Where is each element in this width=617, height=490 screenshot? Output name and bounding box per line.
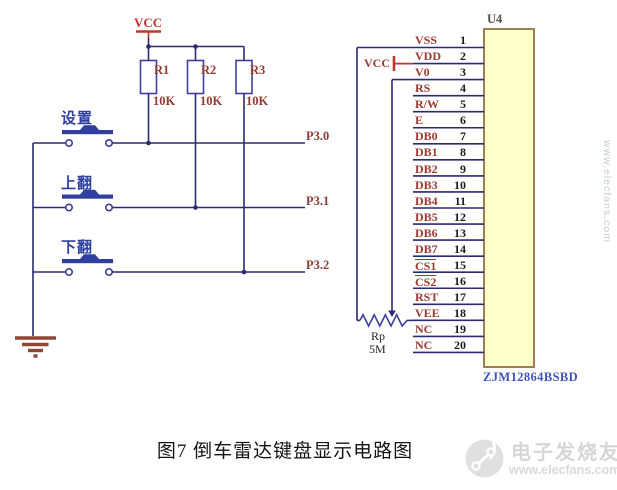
lcd-pin-8-name: DB1 xyxy=(415,145,438,160)
lcd-pin-17-name: RST xyxy=(415,289,439,304)
watermark-brand-text: 电子发烧友 xyxy=(511,442,617,464)
lcd-pin-6-name: E xyxy=(415,113,424,128)
lcd-pin-20-number: 20 xyxy=(454,338,466,353)
figure-caption: 图7 倒车雷达键盘显示电路图 xyxy=(156,441,414,462)
lcd-pin-7-number: 7 xyxy=(460,129,466,144)
lcd-pin-1-name: VSS xyxy=(415,33,438,48)
lcd-pin-5-name: R/W xyxy=(415,97,439,112)
pushbutton-set xyxy=(33,125,305,148)
lcd-pin-15-number: 15 xyxy=(454,257,466,272)
lcd-pin-10-number: 10 xyxy=(454,177,466,192)
pushbutton-page-up xyxy=(33,189,305,212)
lcd-pin-13-number: 13 xyxy=(454,225,466,240)
lcd-pin-9-number: 9 xyxy=(460,161,466,176)
lcd-pin-6-number: 6 xyxy=(460,113,466,128)
net-label-p3-0: P3.0 xyxy=(306,129,330,143)
lcd-pin-2-name: VDD xyxy=(415,49,441,64)
lcd-pin-5-number: 5 xyxy=(460,97,466,112)
lcd-pin-11-name: DB4 xyxy=(415,193,438,208)
lcd-module-body xyxy=(483,28,535,368)
net-label-p3-2: P3.2 xyxy=(306,258,330,272)
button-page-down-label: 下翻 xyxy=(61,239,94,256)
resistor-r1-value: 10K xyxy=(153,94,176,108)
button-set-label: 设置 xyxy=(61,110,94,127)
lcd-pin-19-number: 19 xyxy=(454,322,466,336)
lcd-pin-16-name: CS2 xyxy=(415,274,437,289)
lcd-pin-3-number: 3 xyxy=(460,65,466,80)
button-page-up-label: 上翻 xyxy=(61,175,94,192)
lcd-pin-16-number: 16 xyxy=(454,273,466,288)
pullup-top-bus xyxy=(146,44,245,61)
lcd-pin-9-name: DB2 xyxy=(415,161,438,176)
lcd-pin-15-name: CS1 xyxy=(415,258,437,273)
potentiometer-ref: Rp xyxy=(371,329,386,343)
lcd-pin-14-name: DB7 xyxy=(415,241,438,256)
lcd-pin-17-number: 17 xyxy=(454,289,466,304)
lcd-pin-18-name: VEE xyxy=(415,305,440,320)
potentiometer-rp xyxy=(359,313,413,328)
lcd-pin-11-number: 11 xyxy=(454,193,466,208)
net-label-p3-1: P3.1 xyxy=(306,193,330,208)
elecfans-logo-watermark xyxy=(465,439,504,478)
lcd-pin-12-number: 12 xyxy=(454,209,466,224)
lcd-pin-20-name: NC xyxy=(415,338,433,353)
resistor-r1-body xyxy=(139,59,158,143)
vcc-top-label: VCC xyxy=(134,15,163,30)
lcd-pin-10-name: DB3 xyxy=(415,177,438,192)
lcd-pin-18-number: 18 xyxy=(454,305,466,320)
resistor-r2-ref: R2 xyxy=(201,63,217,77)
resistor-r3-value: 10K xyxy=(246,94,269,108)
lcd-pin-12-name: DB5 xyxy=(415,209,438,224)
resistor-r2-body xyxy=(186,59,205,208)
lcd-pin-4-number: 4 xyxy=(460,81,466,96)
resistor-r2-value: 10K xyxy=(200,94,223,108)
resistor-r3-body xyxy=(235,59,253,272)
lcd-pin-14-number: 14 xyxy=(454,241,466,256)
vcc-lcd-label: VCC xyxy=(364,56,390,70)
vcc-lcd-power-symbol xyxy=(392,56,413,71)
watermark-url-text: www.elecfans.com xyxy=(509,463,617,477)
lcd-pin-7-name: DB0 xyxy=(415,129,438,144)
vss-wire xyxy=(356,46,413,322)
v0-wiper-wire xyxy=(388,78,413,317)
lcd-pin-8-number: 8 xyxy=(460,145,466,160)
pushbutton-page-down xyxy=(33,254,305,276)
watermark-side-url-text: www.elecfans.com xyxy=(601,140,614,243)
resistor-r1-ref: R1 xyxy=(154,63,170,77)
lcd-pin-4-name: RS xyxy=(415,81,431,96)
lcd-pin-19-name: NC xyxy=(415,322,433,336)
ground-symbol xyxy=(15,336,56,358)
lcd-pin-3-name: V0 xyxy=(415,65,430,80)
lcd-part-number: ZJM12864BSBD xyxy=(483,370,579,384)
lcd-pin-1-number: 1 xyxy=(460,33,466,48)
lcd-designator: U4 xyxy=(487,12,503,26)
lcd-pin-13-name: DB6 xyxy=(415,225,438,240)
potentiometer-value: 5M xyxy=(369,342,386,356)
resistor-r3-ref: R3 xyxy=(250,63,266,77)
lcd-pin-2-number: 2 xyxy=(460,49,466,64)
